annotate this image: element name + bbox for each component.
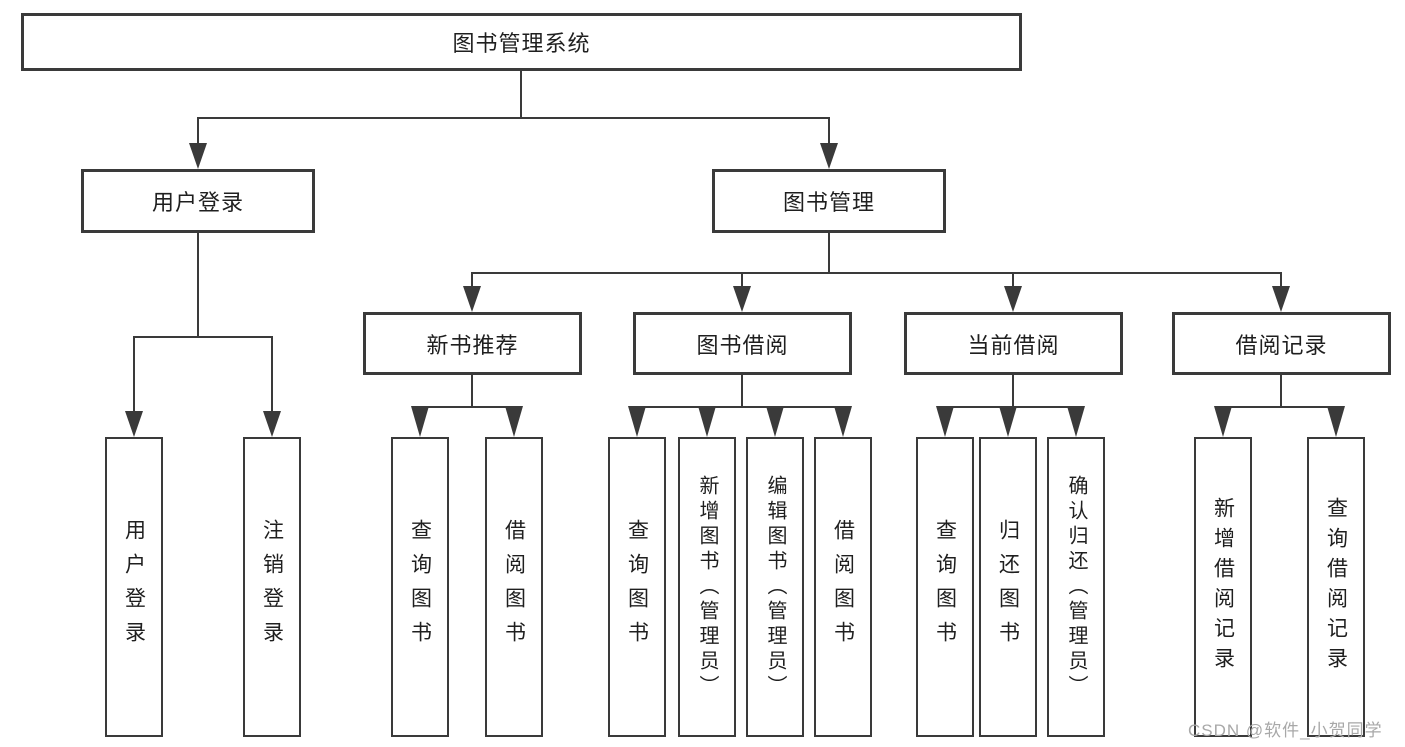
- node-label: 图书借阅: [696, 332, 789, 358]
- arrow-down-icon: [505, 406, 523, 437]
- connector-vline: [828, 117, 830, 144]
- node-borrowing-records: 借阅记录: [1172, 312, 1391, 375]
- node-leaf-query-books-borrowing: 查询图书: [608, 437, 666, 737]
- connector-vline: [1280, 272, 1282, 288]
- node-leaf-return-books: 归还图书: [979, 437, 1037, 737]
- node-label: 新增图书（管理员）: [696, 474, 718, 700]
- arrow-down-icon: [1327, 406, 1345, 437]
- connector-vline: [741, 375, 743, 408]
- arrow-down-icon: [766, 406, 784, 437]
- node-library-management-system: 图书管理系统: [21, 13, 1022, 71]
- arrow-down-icon: [936, 406, 954, 437]
- arrow-down-icon: [1214, 406, 1232, 437]
- node-label: 图书管理系统: [452, 31, 591, 56]
- node-label: 图书管理: [782, 190, 875, 215]
- node-leaf-query-books-recommend: 查询图书: [391, 437, 449, 737]
- connector-hline: [133, 336, 273, 338]
- node-leaf-edit-books-admin: 编辑图书（管理员）: [746, 437, 804, 737]
- arrow-down-icon: [628, 406, 646, 437]
- node-label: 编辑图书（管理员）: [764, 474, 786, 700]
- node-leaf-borrow-books-recommend: 借阅图书: [485, 437, 543, 737]
- arrow-down-icon: [698, 406, 716, 437]
- node-label: 新书推荐: [426, 332, 519, 358]
- connector-vline: [197, 233, 199, 337]
- connector-vline: [1280, 375, 1282, 408]
- node-label: 查询图书: [408, 519, 432, 655]
- node-label: 查询借阅记录: [1324, 497, 1348, 677]
- node-label: 归还图书: [996, 519, 1020, 655]
- node-label: 用户登录: [151, 190, 244, 215]
- connector-hline: [1223, 406, 1337, 408]
- node-label: 确认归还（管理员）: [1065, 474, 1087, 700]
- node-leaf-add-borrow-record: 新增借阅记录: [1194, 437, 1252, 737]
- node-new-book-recommendation: 新书推荐: [363, 312, 582, 375]
- node-label: 注销登录: [260, 519, 284, 655]
- arrow-down-icon: [463, 286, 481, 312]
- node-book-management: 图书管理: [712, 169, 946, 233]
- connector-vline: [471, 272, 473, 288]
- connector-vline: [197, 117, 199, 144]
- node-label: 查询图书: [933, 519, 957, 655]
- arrow-down-icon: [125, 411, 143, 437]
- connector-hline: [472, 272, 1282, 274]
- node-leaf-logout-login: 注销登录: [243, 437, 301, 737]
- arrow-down-icon: [834, 406, 852, 437]
- arrow-down-icon: [1067, 406, 1085, 437]
- connector-hline: [197, 117, 830, 119]
- connector-vline: [828, 233, 830, 274]
- arrow-down-icon: [820, 143, 838, 169]
- arrow-down-icon: [411, 406, 429, 437]
- node-leaf-add-books-admin: 新增图书（管理员）: [678, 437, 736, 737]
- node-leaf-confirm-return-admin: 确认归还（管理员）: [1047, 437, 1105, 737]
- node-book-borrowing: 图书借阅: [633, 312, 852, 375]
- csdn-watermark: CSDN @软件_小贺同学: [1188, 721, 1383, 740]
- node-label: 借阅图书: [831, 519, 855, 655]
- node-leaf-query-books-current: 查询图书: [916, 437, 974, 737]
- arrow-down-icon: [1272, 286, 1290, 312]
- connector-hline: [420, 406, 515, 408]
- node-label: 用户登录: [122, 519, 146, 655]
- node-label: 借阅记录: [1235, 332, 1328, 358]
- connector-vline: [271, 336, 273, 412]
- connector-vline: [520, 71, 522, 117]
- connector-hline: [637, 406, 844, 408]
- arrow-down-icon: [189, 143, 207, 169]
- node-user-login: 用户登录: [81, 169, 315, 233]
- connector-vline: [471, 375, 473, 408]
- connector-vline: [741, 272, 743, 288]
- connector-vline: [133, 336, 135, 412]
- node-label: 新增借阅记录: [1211, 497, 1235, 677]
- node-leaf-query-borrow-record: 查询借阅记录: [1307, 437, 1365, 737]
- connector-vline: [1012, 375, 1014, 408]
- node-label: 当前借阅: [967, 332, 1060, 358]
- arrow-down-icon: [263, 411, 281, 437]
- node-current-borrowing: 当前借阅: [904, 312, 1123, 375]
- arrow-down-icon: [733, 286, 751, 312]
- arrow-down-icon: [999, 406, 1017, 437]
- node-label: 借阅图书: [502, 519, 526, 655]
- node-leaf-user-login: 用户登录: [105, 437, 163, 737]
- arrow-down-icon: [1004, 286, 1022, 312]
- node-leaf-borrow-books-borrowing: 借阅图书: [814, 437, 872, 737]
- node-label: 查询图书: [625, 519, 649, 655]
- connector-vline: [1012, 272, 1014, 288]
